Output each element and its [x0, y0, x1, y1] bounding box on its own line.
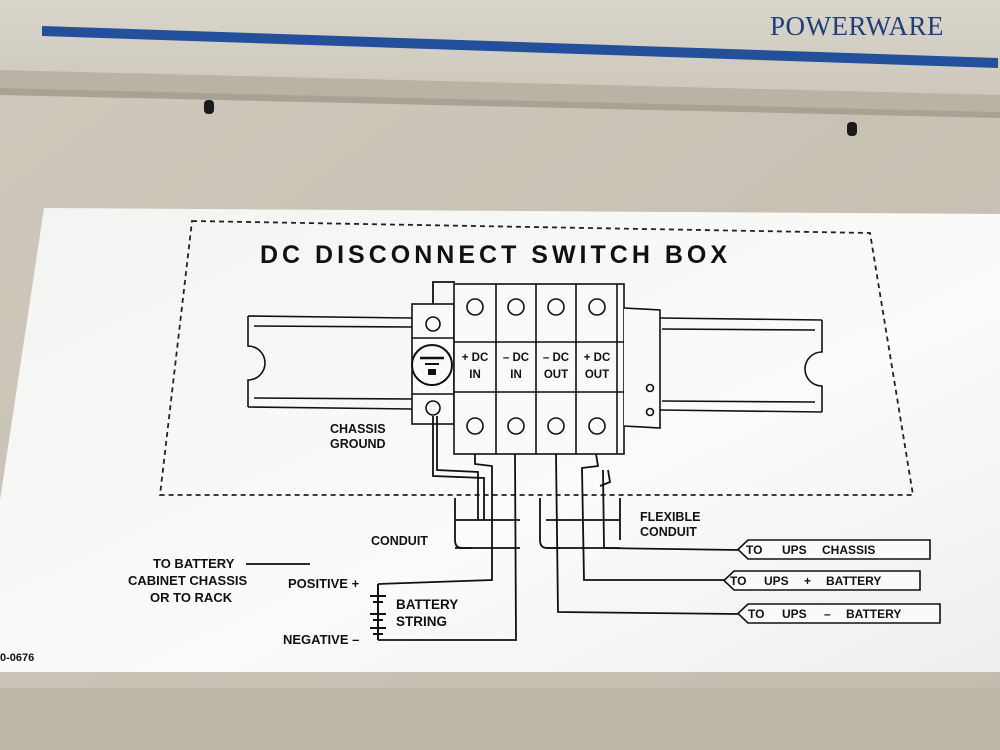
- to-battery-label: CABINET CHASSIS: [128, 573, 248, 588]
- output-tag: TO UPS – BATTERY: [736, 603, 941, 624]
- output-tag-text: +: [804, 574, 811, 588]
- output-tag: TO UPS + BATTERY: [722, 570, 921, 591]
- terminal-label-bottom: IN: [469, 369, 481, 381]
- wiring: [246, 281, 739, 641]
- terminal-screw-icon: [507, 417, 525, 435]
- to-battery-label: OR TO RACK: [150, 590, 233, 605]
- terminal-label-bottom: OUT: [544, 369, 568, 381]
- chassis-ground-label: GROUND: [330, 437, 386, 451]
- terminal-label-bottom: OUT: [585, 369, 609, 381]
- output-tag: TO UPS CHASSIS: [736, 539, 931, 560]
- output-tag-text: TO: [730, 574, 746, 588]
- chassis-ground-label: CHASSIS: [330, 422, 386, 436]
- terminal-label-top: – DC: [503, 352, 529, 364]
- din-rail: [247, 315, 823, 413]
- terminal-label-top: – DC: [543, 352, 569, 364]
- terminal-screw-icon: [547, 417, 565, 435]
- output-tag-text: TO: [748, 607, 764, 621]
- output-tag-text: BATTERY: [826, 574, 881, 588]
- terminal-screw-icon: [507, 298, 525, 316]
- output-tag-text: UPS: [764, 574, 789, 588]
- mounting-slot: [204, 100, 214, 114]
- terminal-label-top: + DC: [584, 352, 611, 364]
- brand-logo: POWERWARE: [770, 11, 944, 41]
- part-number: 0-0676: [0, 652, 34, 664]
- output-tag-text: –: [824, 607, 831, 621]
- enclosure-outline: [158, 220, 915, 496]
- output-tag-text: BATTERY: [846, 607, 901, 621]
- terminal-screw-icon: [588, 417, 606, 435]
- terminal-screw-icon: [588, 298, 606, 316]
- battery-string-label: BATTERY: [396, 597, 458, 612]
- output-tag-text: CHASSIS: [822, 543, 875, 557]
- to-battery-label: TO BATTERY: [153, 556, 235, 571]
- terminal-screw-icon: [466, 298, 484, 316]
- positive-label: POSITIVE +: [288, 576, 360, 591]
- negative-label: NEGATIVE –: [283, 632, 359, 647]
- battery-string-label: STRING: [396, 614, 447, 629]
- flexible-conduit-label: CONDUIT: [640, 525, 697, 539]
- output-tag-text: UPS: [782, 607, 807, 621]
- flexible-conduit-label: FLEXIBLE: [640, 510, 700, 524]
- brand-stripe: [42, 26, 998, 68]
- terminal-label-bottom: IN: [510, 369, 522, 381]
- output-tag-text: UPS: [782, 543, 807, 557]
- terminal-screw-icon: [547, 298, 565, 316]
- mounting-slot: [847, 122, 857, 136]
- terminal-label-top: + DC: [462, 352, 489, 364]
- annotations: CHASSIS GROUND CONDUIT FLEXIBLE CONDUIT …: [0, 422, 700, 664]
- diagram-title: DC DISCONNECT SWITCH BOX: [260, 241, 731, 269]
- chassis-ground-icon: [411, 344, 453, 386]
- battery-icon: [370, 584, 386, 640]
- conduit-label: CONDUIT: [371, 534, 428, 548]
- output-tag-text: TO: [746, 543, 762, 557]
- terminal-screw-icon: [466, 417, 484, 435]
